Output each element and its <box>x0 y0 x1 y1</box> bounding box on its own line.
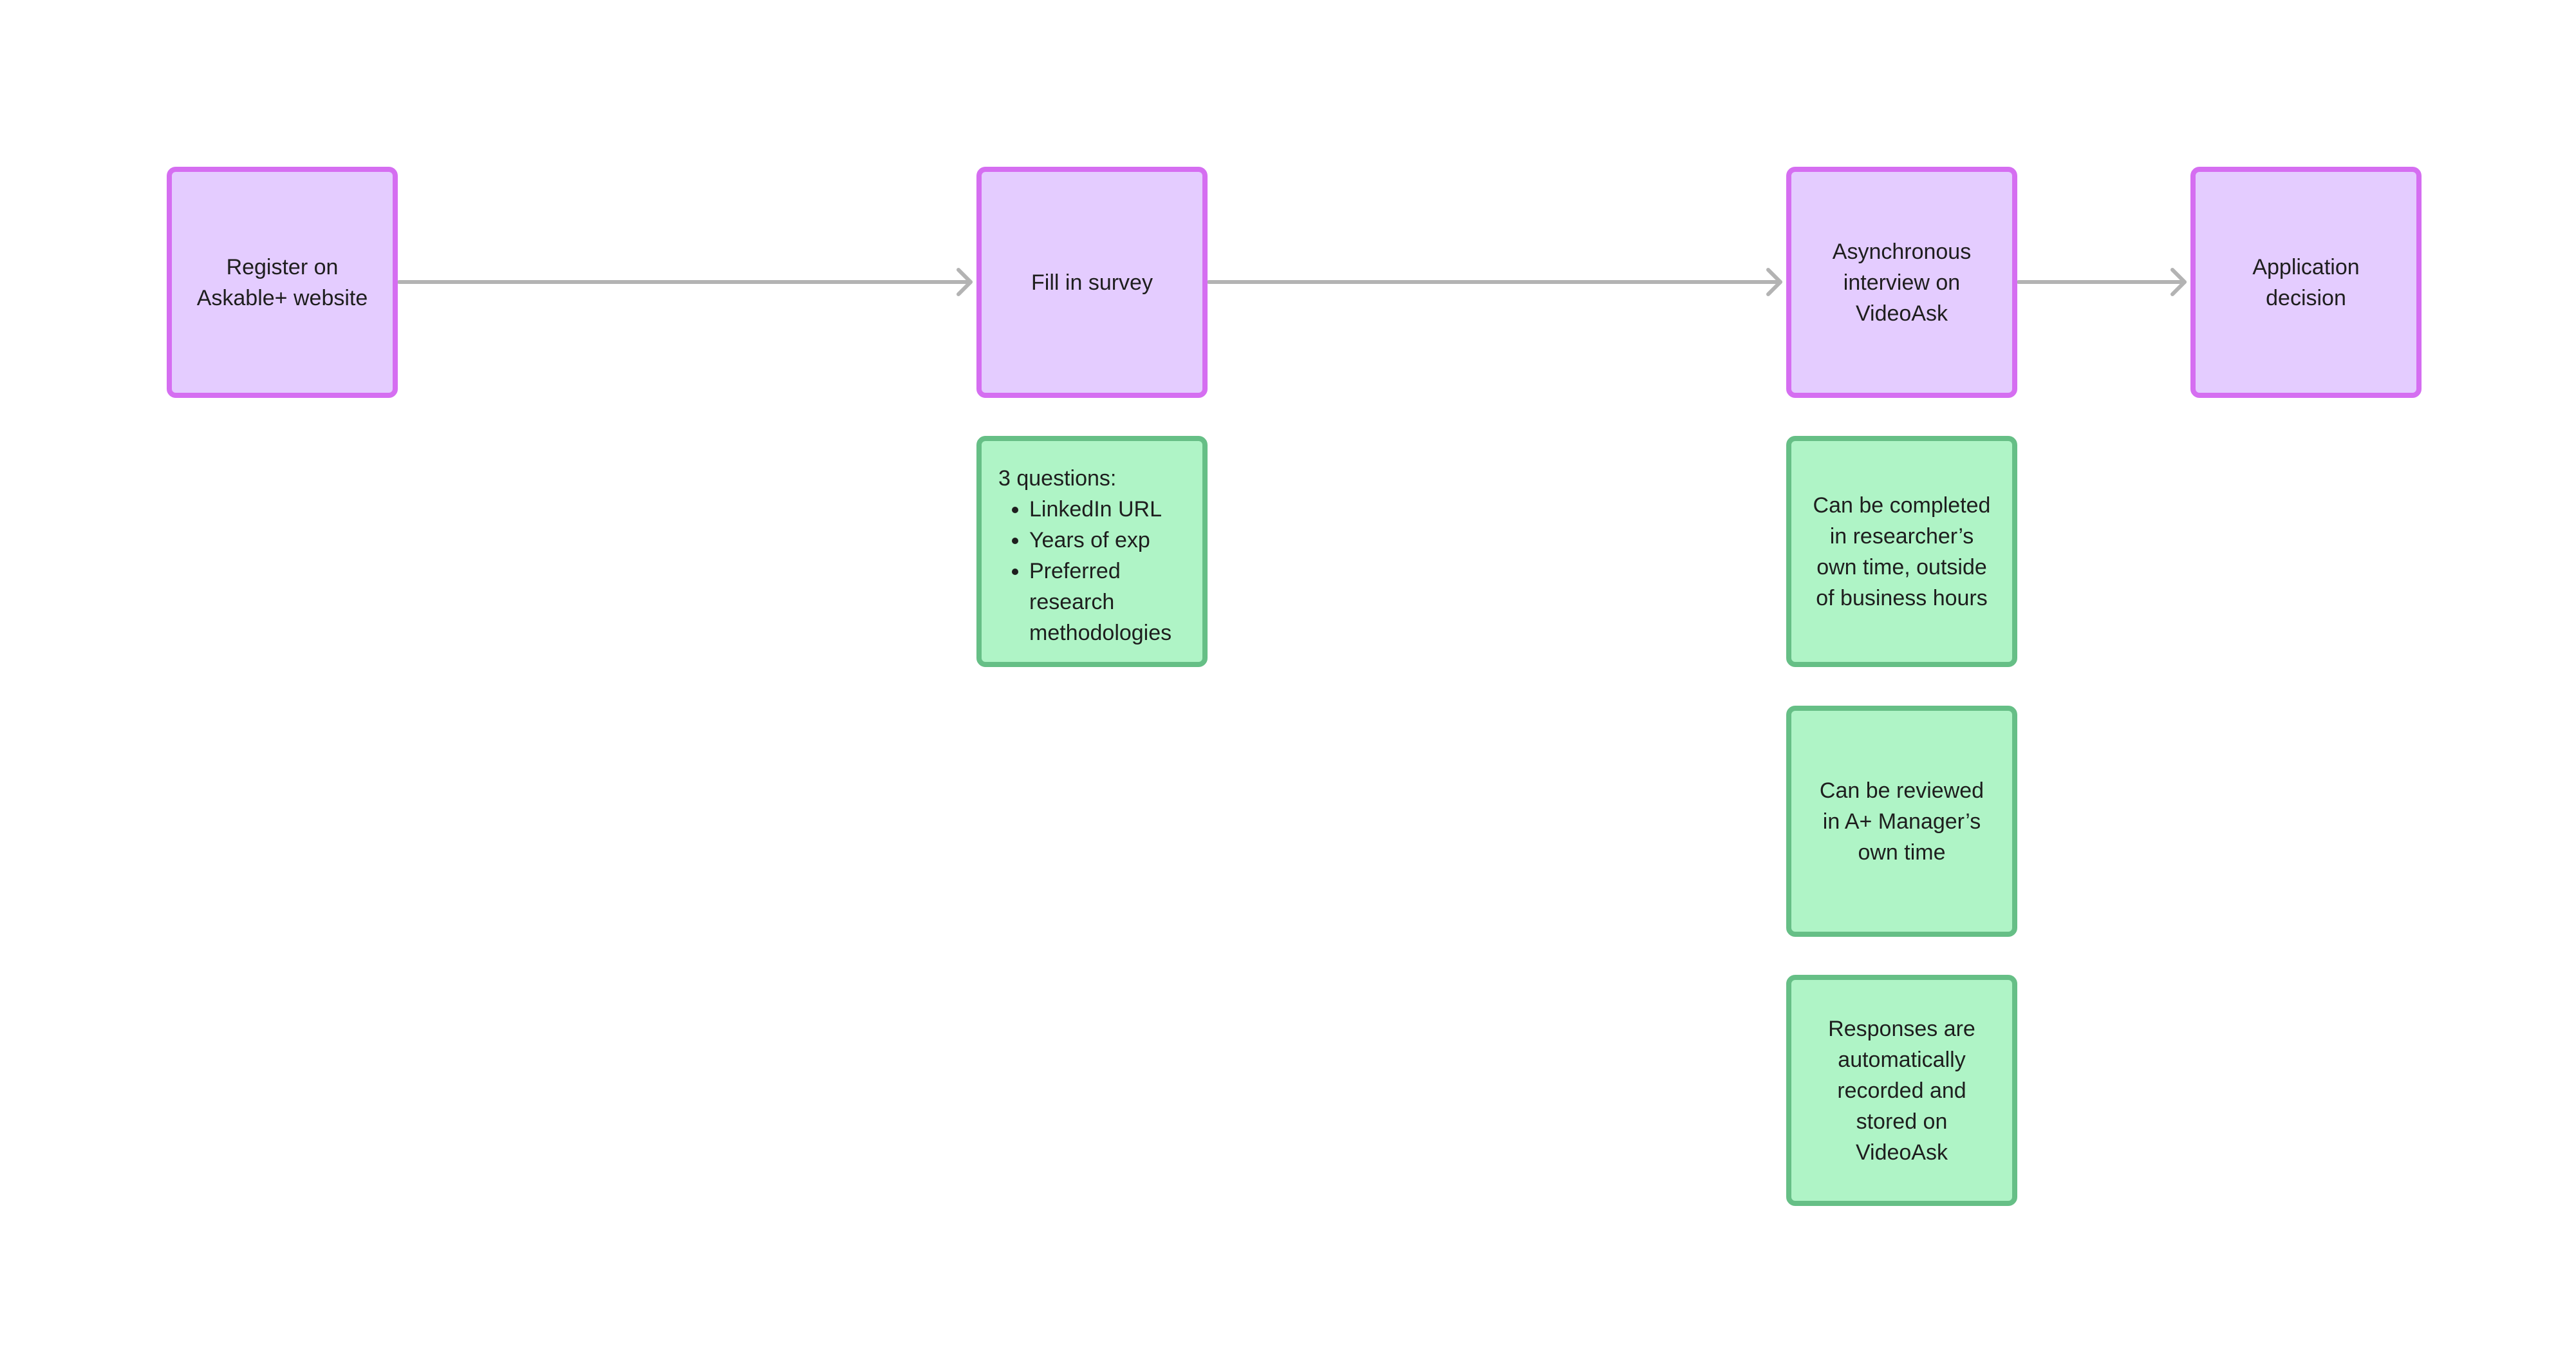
arrowhead-survey-to-interview <box>1766 268 1782 296</box>
list-item: LinkedIn URL <box>1029 494 1184 525</box>
arrowhead-register-to-survey <box>957 268 973 296</box>
step-fill-survey: Fill in survey <box>976 167 1208 398</box>
note-survey-questions: 3 questions: LinkedIn URL Years of exp P… <box>976 436 1208 667</box>
list-item: Years of exp <box>1029 525 1184 556</box>
note-interview-flexible-timing-text: Can be completed in researcher’s own tim… <box>1813 493 1991 610</box>
step-application-decision: Application decision <box>2190 167 2422 398</box>
note-survey-heading: 3 questions: <box>998 466 1117 491</box>
step-register-label: Register on Askable+ website <box>196 254 368 310</box>
step-fill-survey-label: Fill in survey <box>1031 270 1153 295</box>
note-survey-question-list: LinkedIn URL Years of exp Preferred rese… <box>998 494 1184 648</box>
step-async-interview-label: Asynchronous interview on VideoAsk <box>1832 239 1972 326</box>
note-interview-auto-recorded-text: Responses are automatically recorded and… <box>1828 1016 1975 1165</box>
step-application-decision-label: Application decision <box>2252 254 2360 310</box>
arrowhead-interview-to-decision <box>2170 268 2187 296</box>
note-interview-manager-review: Can be reviewed in A+ Manager’s own time <box>1786 706 2017 937</box>
note-interview-manager-review-text: Can be reviewed in A+ Manager’s own time <box>1819 778 1984 865</box>
step-async-interview: Asynchronous interview on VideoAsk <box>1786 167 2017 398</box>
step-register: Register on Askable+ website <box>167 167 398 398</box>
note-interview-flexible-timing: Can be completed in researcher’s own tim… <box>1786 436 2017 667</box>
list-item: Preferred research methodologies <box>1029 556 1184 648</box>
note-interview-auto-recorded: Responses are automatically recorded and… <box>1786 975 2017 1206</box>
